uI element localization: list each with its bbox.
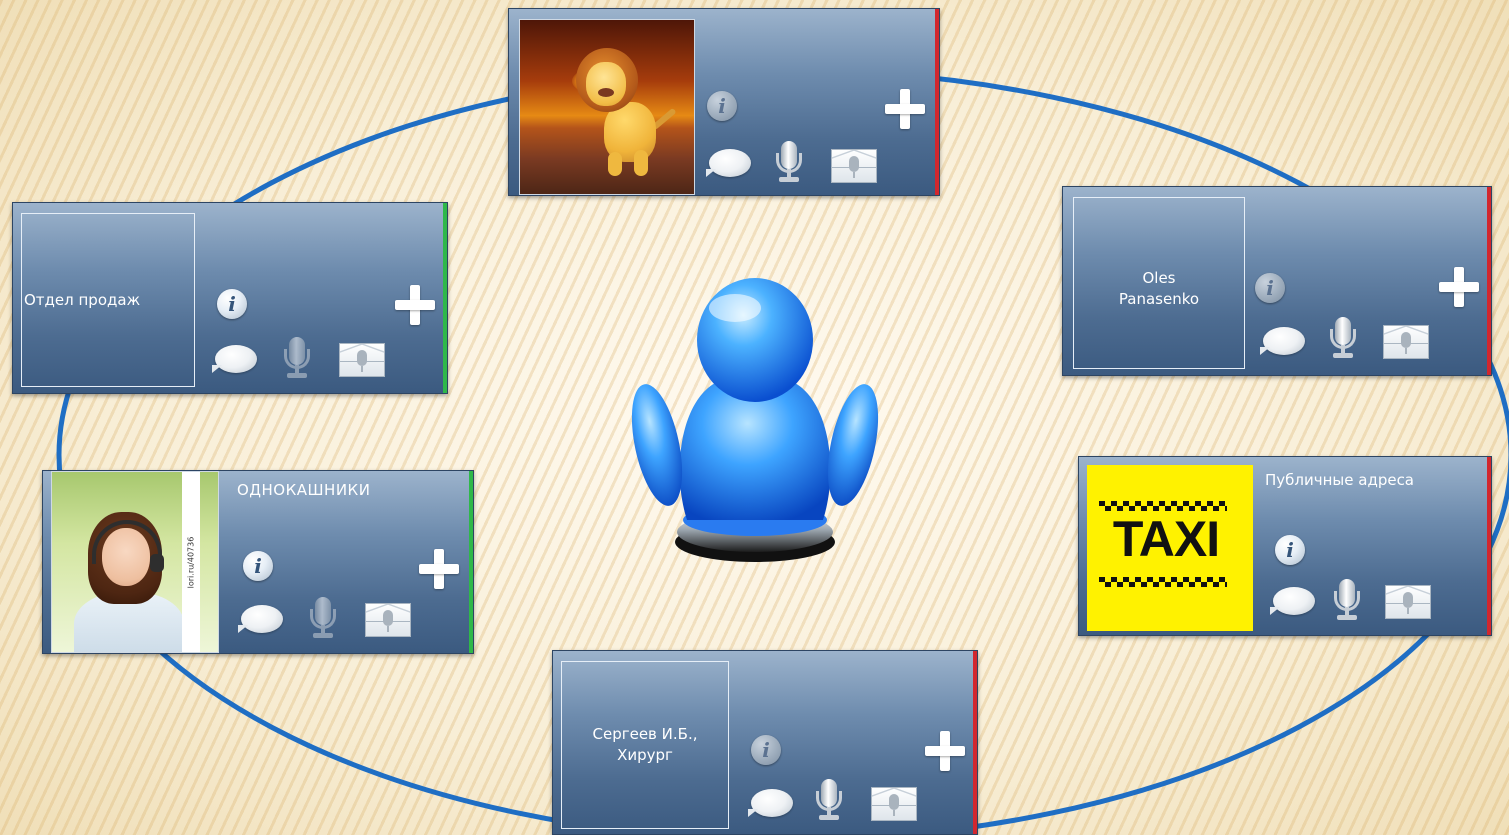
voicemail-icon[interactable] — [365, 603, 411, 637]
user-figure-icon — [631, 278, 879, 562]
status-indicator — [469, 471, 473, 653]
microphone-icon[interactable] — [307, 597, 339, 639]
chat-icon[interactable] — [238, 605, 283, 633]
contact-name-box: Oles Panasenko — [1073, 197, 1245, 369]
voicemail-icon[interactable] — [339, 343, 385, 377]
chat-icon[interactable] — [1260, 327, 1305, 355]
info-icon[interactable]: i — [243, 551, 273, 581]
status-indicator — [443, 203, 447, 393]
add-contact-icon[interactable] — [925, 731, 965, 771]
woman-photo-avatar: lori.ru/40736 — [51, 471, 219, 653]
contact-card-classmates[interactable]: lori.ru/40736 ОДНОКАШНИКИ i — [42, 470, 474, 654]
taxi-logo-text: TAXI — [1112, 511, 1220, 567]
microphone-icon[interactable] — [773, 141, 805, 183]
status-indicator — [935, 9, 939, 195]
microphone-icon[interactable] — [813, 779, 845, 821]
add-contact-icon[interactable] — [1439, 267, 1479, 307]
contact-card-public[interactable]: TAXI Публичные адреса i — [1078, 456, 1492, 636]
contact-name: ОДНОКАШНИКИ — [237, 481, 371, 499]
chat-icon[interactable] — [706, 149, 751, 177]
contact-name: Oles Panasenko — [1118, 269, 1200, 308]
contact-card-oles[interactable]: Oles Panasenko i — [1062, 186, 1492, 376]
contact-card-sales[interactable]: Отдел продаж i — [12, 202, 448, 394]
add-contact-icon[interactable] — [395, 285, 435, 325]
contact-card-sergeev[interactable]: Сергеев И.Б., Хирург i — [552, 650, 978, 835]
contact-card-lion[interactable]: i — [508, 8, 940, 196]
voicemail-icon[interactable] — [1383, 325, 1429, 359]
status-indicator — [973, 651, 977, 834]
contact-name: Публичные адреса — [1265, 471, 1415, 489]
contact-name: Отдел продаж — [24, 290, 141, 309]
voicemail-icon[interactable] — [1385, 585, 1431, 619]
info-icon[interactable]: i — [217, 289, 247, 319]
info-icon[interactable]: i — [1255, 273, 1285, 303]
status-indicator — [1487, 187, 1491, 375]
lion-avatar — [519, 19, 695, 195]
contact-name-box: Отдел продаж — [21, 213, 195, 387]
info-icon[interactable]: i — [751, 735, 781, 765]
photo-caption: lori.ru/40736 — [186, 536, 196, 589]
contact-name-box: Сергеев И.Б., Хирург — [561, 661, 729, 829]
microphone-icon[interactable] — [281, 337, 313, 379]
chat-icon[interactable] — [1270, 587, 1315, 615]
chat-icon[interactable] — [212, 345, 257, 373]
info-icon[interactable]: i — [707, 91, 737, 121]
voicemail-icon[interactable] — [831, 149, 877, 183]
taxi-logo-avatar: TAXI — [1087, 465, 1253, 631]
voicemail-icon[interactable] — [871, 787, 917, 821]
status-indicator — [1487, 457, 1491, 635]
contact-name: Сергеев И.Б., Хирург — [592, 725, 698, 764]
add-contact-icon[interactable] — [885, 89, 925, 129]
info-icon[interactable]: i — [1275, 535, 1305, 565]
microphone-icon[interactable] — [1331, 579, 1363, 621]
add-contact-icon[interactable] — [419, 549, 459, 589]
microphone-icon[interactable] — [1327, 317, 1359, 359]
chat-icon[interactable] — [748, 789, 793, 817]
